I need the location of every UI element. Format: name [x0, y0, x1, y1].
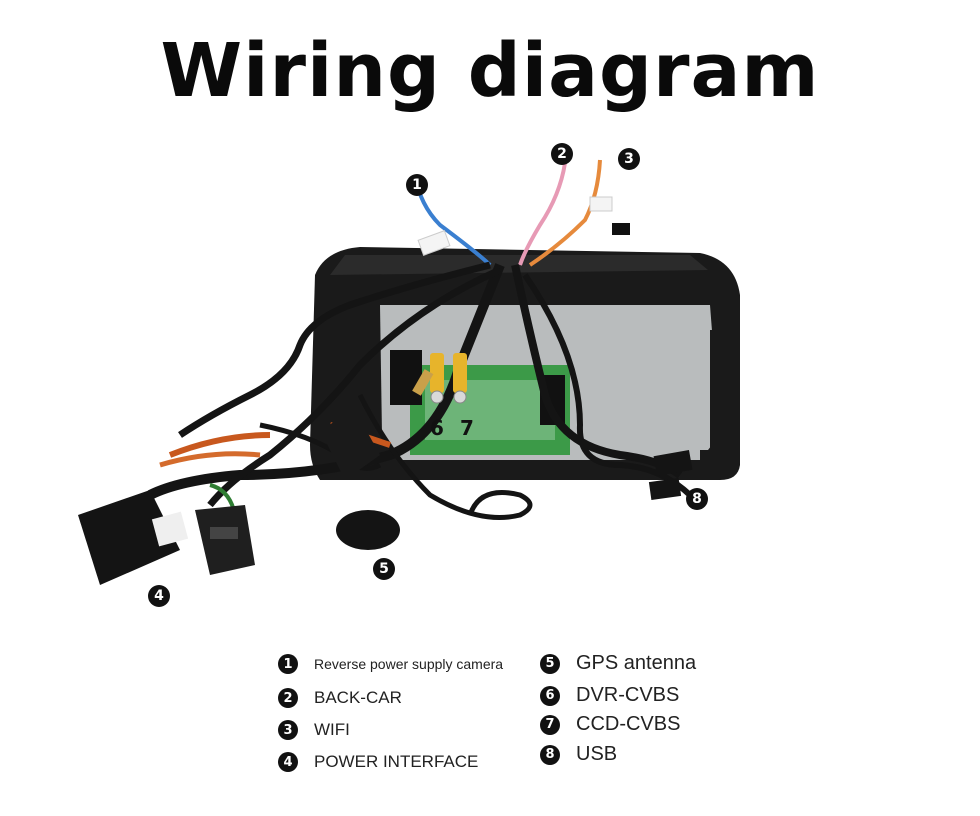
head-unit-image: [78, 159, 740, 585]
legend-label: WIFI: [314, 720, 350, 739]
usb-connector-icon: [648, 450, 693, 501]
legend-number: 1: [278, 654, 298, 674]
rca-connector-icon: [412, 353, 467, 404]
legend-item: 8 USB: [540, 743, 617, 766]
callout-3: 3: [618, 148, 640, 170]
legend-number: 6: [540, 685, 560, 706]
legend-item: 4 POWER INTERFACE: [278, 752, 478, 772]
legend-label: USB: [576, 743, 618, 765]
legend-item: 2 BACK-CAR: [278, 688, 402, 708]
legend-item: 6 DVR-CVBS: [540, 684, 679, 707]
legend-label: DVR-CVBS: [576, 684, 680, 706]
legend-number: 5: [540, 653, 560, 674]
legend-number: 4: [278, 752, 298, 772]
callout-1: 1: [406, 174, 428, 196]
legend-number: 8: [540, 744, 560, 765]
legend-label: CCD-CVBS: [576, 713, 681, 735]
legend-number: 7: [540, 714, 560, 735]
callout-2: 2: [551, 143, 573, 165]
page-title: Wiring diagram: [160, 28, 820, 114]
legend-label: Reverse power supply camera: [314, 656, 504, 672]
callout-8: 8: [686, 488, 708, 510]
legend: 1 Reverse power supply camera 2 BACK-CAR…: [278, 650, 718, 790]
legend-label: GPS antenna: [576, 652, 697, 674]
callout-5: 5: [373, 558, 395, 580]
callout-6: 6: [430, 416, 444, 440]
callout-7: 7: [460, 416, 474, 440]
power-connector-icon: [78, 410, 380, 585]
legend-item: 3 WIFI: [278, 720, 350, 740]
legend-label: BACK-CAR: [314, 688, 402, 707]
legend-label: POWER INTERFACE: [314, 752, 479, 771]
callout-4: 4: [148, 585, 170, 607]
legend-number: 2: [278, 688, 298, 708]
gps-antenna-icon: [336, 510, 400, 550]
legend-item: 7 CCD-CVBS: [540, 713, 680, 736]
legend-item: 1 Reverse power supply camera: [278, 654, 503, 674]
legend-item: 5 GPS antenna: [540, 652, 696, 675]
legend-number: 3: [278, 720, 298, 740]
